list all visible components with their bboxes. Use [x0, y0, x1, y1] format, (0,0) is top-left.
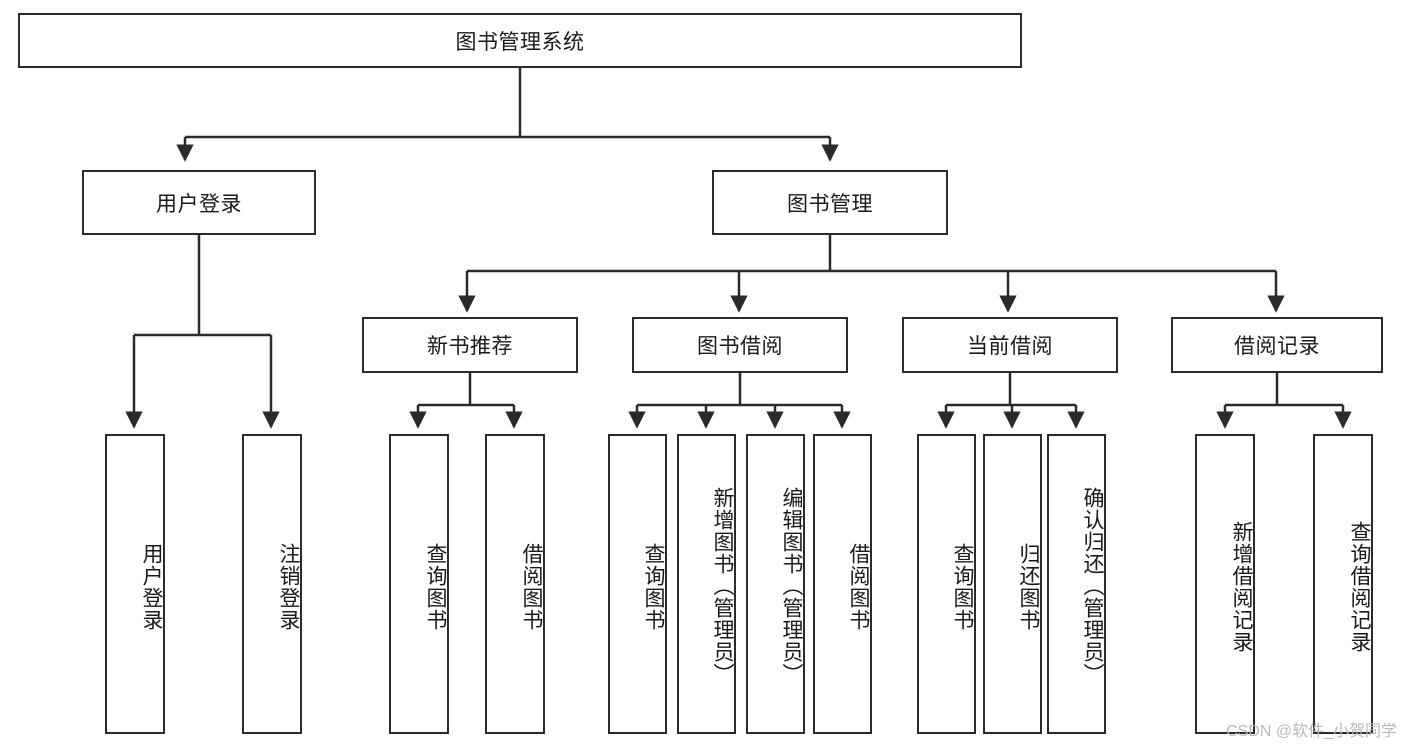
leaf-label: 借阅图书 — [520, 543, 543, 631]
node-new-book-recommend[interactable]: 新书推荐 — [362, 317, 578, 373]
leaf-borrow-book-1[interactable]: 借阅图书 — [485, 434, 545, 734]
leaf-query-book-1[interactable]: 查询图书 — [389, 434, 449, 734]
leaf-label: 新增图书（管理员） — [711, 487, 734, 685]
leaf-label: 编辑图书（管理员） — [780, 487, 803, 685]
leaf-label: 新增借阅记录 — [1230, 521, 1253, 653]
leaf-borrow-book-2[interactable]: 借阅图书 — [813, 434, 872, 734]
leaf-query-book-3[interactable]: 查询图书 — [917, 434, 976, 734]
csdn-watermark: CSDN @软件_小贺同学 — [1226, 723, 1397, 740]
node-book-borrow[interactable]: 图书借阅 — [632, 317, 848, 373]
leaf-label: 查询图书 — [951, 543, 974, 631]
leaf-return-book[interactable]: 归还图书 — [983, 434, 1042, 734]
leaf-label: 查询借阅记录 — [1348, 521, 1371, 653]
leaf-logout-login[interactable]: 注销登录 — [242, 434, 302, 734]
node-current-borrow[interactable]: 当前借阅 — [902, 317, 1118, 373]
leaf-label: 借阅图书 — [847, 543, 870, 631]
leaf-query-record[interactable]: 查询借阅记录 — [1313, 434, 1373, 734]
leaf-label: 用户登录 — [140, 543, 163, 631]
node-borrow-record[interactable]: 借阅记录 — [1171, 317, 1383, 373]
leaf-label: 注销登录 — [277, 543, 300, 631]
leaf-label: 确认归还（管理员） — [1081, 487, 1104, 685]
leaf-label: 查询图书 — [424, 543, 447, 631]
leaf-edit-book[interactable]: 编辑图书（管理员） — [746, 434, 805, 734]
leaf-user-login[interactable]: 用户登录 — [105, 434, 165, 734]
node-book-management[interactable]: 图书管理 — [712, 170, 948, 235]
leaf-confirm-return[interactable]: 确认归还（管理员） — [1047, 434, 1106, 734]
node-user-login[interactable]: 用户登录 — [82, 170, 316, 235]
leaf-label: 归还图书 — [1017, 543, 1040, 631]
leaf-label: 查询图书 — [642, 543, 665, 631]
leaf-add-record[interactable]: 新增借阅记录 — [1195, 434, 1255, 734]
leaf-query-book-2[interactable]: 查询图书 — [608, 434, 667, 734]
node-root-system[interactable]: 图书管理系统 — [18, 13, 1022, 68]
leaf-add-book[interactable]: 新增图书（管理员） — [677, 434, 736, 734]
